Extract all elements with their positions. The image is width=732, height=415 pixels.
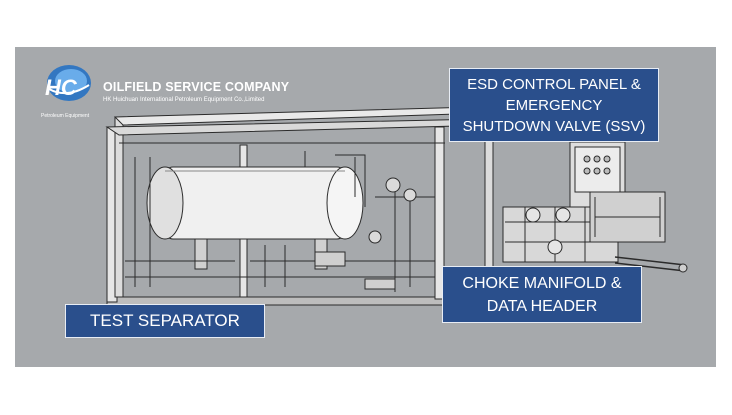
choke-label-line-1: CHOKE MANIFOLD &	[462, 274, 622, 292]
test-separator-text: TEST SEPARATOR	[90, 311, 240, 330]
esd-label-line-1: ESD CONTROL PANEL &	[467, 75, 641, 93]
company-logo: HC OILFIELD SERVICE COMPANY HK Huichuan …	[37, 61, 289, 119]
esd-label-line-3: SHUTDOWN VALVE (SSV)	[462, 117, 646, 135]
logo-tagline: Petroleum Equipment	[41, 113, 90, 119]
slide-canvas: HC OILFIELD SERVICE COMPANY HK Huichuan …	[15, 47, 716, 367]
company-name: OILFIELD SERVICE COMPANY	[103, 80, 290, 94]
company-subtitle: HK Huichuan International Petroleum Equi…	[103, 97, 265, 103]
hc-logo-icon: HC	[45, 65, 91, 101]
esd-label-line-2: EMERGENCY	[505, 96, 603, 114]
choke-manifold-label: CHOKE MANIFOLD & DATA HEADER	[442, 266, 642, 323]
esd-control-panel-label: ESD CONTROL PANEL & EMERGENCY SHUTDOWN V…	[449, 68, 659, 142]
choke-label-line-2: DATA HEADER	[486, 297, 598, 315]
skid-equipment-illustration	[105, 106, 688, 306]
logo-mark: HC	[45, 75, 78, 100]
test-separator-label: TEST SEPARATOR	[65, 304, 265, 338]
